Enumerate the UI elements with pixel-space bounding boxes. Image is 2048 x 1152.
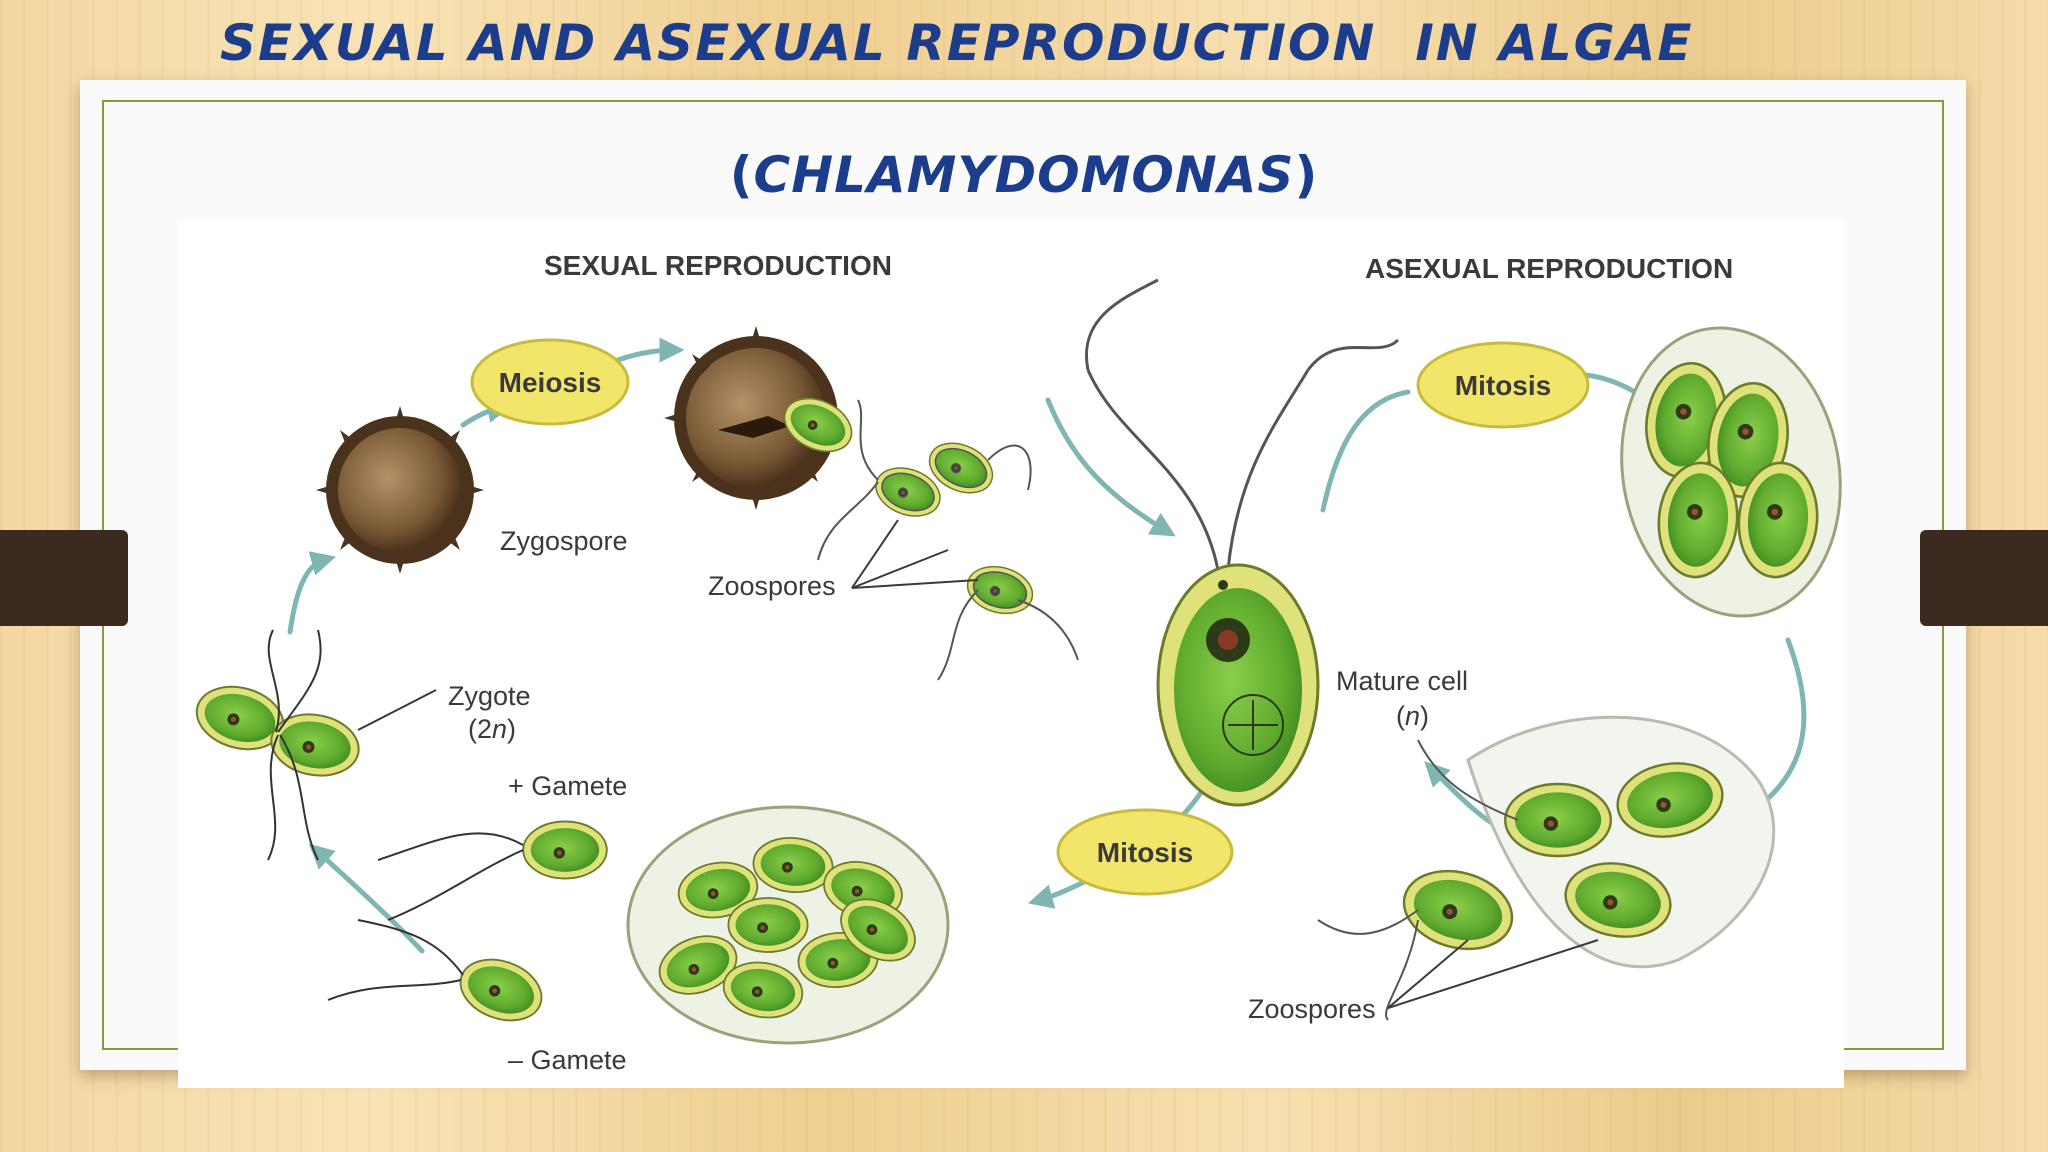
slide-title: SEXUAL AND ASEXUAL REPRODUCTION IN ALGAE bbox=[220, 14, 1694, 72]
mature-cell-illustration bbox=[1085, 278, 1400, 807]
mature-ploidy-n: n bbox=[1405, 701, 1420, 731]
germinating-spore-illustration bbox=[664, 326, 861, 510]
zygospore-illustration bbox=[316, 406, 484, 574]
zygote-illustration bbox=[188, 629, 365, 861]
plus-gamete-illustration bbox=[377, 820, 608, 921]
mature-cell-ploidy: (n) bbox=[1396, 701, 1429, 731]
life-cycle-svg: SEXUAL REPRODUCTION ASEXUAL REPRODUCTION… bbox=[188, 250, 1842, 1075]
zoospores-sexual-pointer bbox=[851, 519, 979, 589]
zygospore-label: Zygospore bbox=[500, 526, 628, 556]
right-binder-tab bbox=[1920, 530, 2048, 626]
mitosis-top-label: Mitosis bbox=[1455, 370, 1551, 401]
subtitle-close-paren: ) bbox=[1294, 146, 1319, 204]
life-cycle-diagram: SEXUAL REPRODUCTION ASEXUAL REPRODUCTION… bbox=[178, 220, 1844, 1088]
zoospores-sexual-label: Zoospores bbox=[708, 571, 836, 601]
arrow-zygote-to-zygospore bbox=[287, 551, 337, 635]
zygote-ploidy: (2n) bbox=[468, 714, 516, 744]
gametangium-illustration bbox=[626, 805, 950, 1045]
zygote-label: Zygote bbox=[448, 681, 531, 711]
zygote-ploidy-open: (2 bbox=[468, 714, 492, 744]
slide-subtitle: (CHLAMYDOMONAS) bbox=[0, 146, 2048, 204]
meiosis-oval bbox=[470, 338, 630, 426]
mitosis-bottom-label: Mitosis bbox=[1097, 837, 1193, 868]
asexual-heading: ASEXUAL REPRODUCTION bbox=[1365, 253, 1733, 284]
plus-gamete-label: + Gamete bbox=[508, 771, 627, 801]
sexual-heading: SEXUAL REPRODUCTION bbox=[544, 250, 892, 281]
arrow-gametes-to-zygote bbox=[308, 843, 425, 954]
minus-gamete-label: – Gamete bbox=[508, 1045, 627, 1075]
mitosis-bottom-oval bbox=[1056, 808, 1234, 896]
zoospore-release-illustration bbox=[1317, 715, 1776, 1021]
zygote-ploidy-close: ) bbox=[507, 714, 516, 744]
arrow-mature-to-mitosis bbox=[1320, 389, 1411, 513]
mature-ploidy-close: ) bbox=[1420, 701, 1429, 731]
sexual-zoospores bbox=[817, 399, 1079, 681]
mitosis-top-oval bbox=[1416, 341, 1590, 429]
mature-ploidy-open: ( bbox=[1396, 701, 1405, 731]
left-binder-tab bbox=[0, 530, 128, 626]
meiosis-label: Meiosis bbox=[499, 367, 602, 398]
mature-cell-label: Mature cell bbox=[1336, 666, 1468, 696]
zoospores-asexual-label: Zoospores bbox=[1248, 994, 1376, 1024]
subtitle-genus-name: CHLAMYDOMONAS bbox=[753, 146, 1295, 204]
arrow-meiosis-to-spore bbox=[615, 337, 685, 363]
subtitle-open-paren: ( bbox=[729, 146, 754, 204]
zygote-ploidy-n: n bbox=[492, 714, 507, 744]
minus-gamete-illustration bbox=[327, 919, 551, 1033]
zygote-pointer bbox=[357, 689, 437, 731]
zoospores-asexual-pointer bbox=[1387, 939, 1599, 1009]
dividing-colony-illustration bbox=[1620, 326, 1842, 618]
arrow-zoospores-to-mature bbox=[1045, 397, 1176, 537]
